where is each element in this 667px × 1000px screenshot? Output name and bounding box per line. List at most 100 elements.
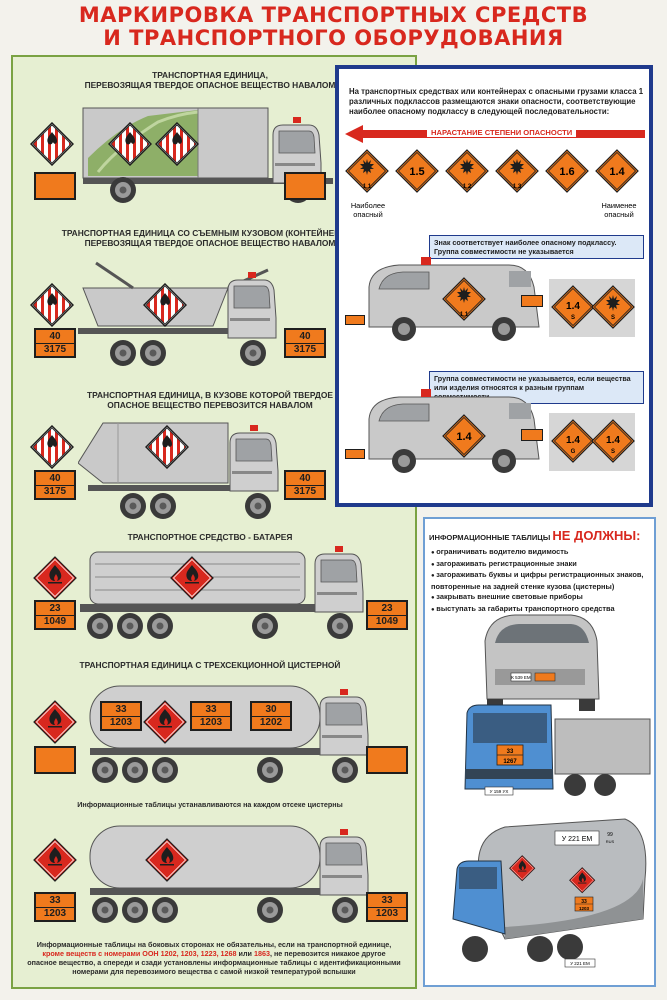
blank-plate	[366, 746, 408, 774]
sign-label: 1.5	[409, 166, 424, 178]
tanker-sign-top: 33	[581, 899, 587, 905]
plate-un-number: 1203	[199, 717, 223, 729]
least-dangerous-label: Наименее опасный	[601, 201, 637, 219]
bottom-note-line4: номерами для перевозимого вещества с сам…	[72, 967, 356, 976]
hazard-plate: 40 3175	[284, 470, 326, 500]
hazard-plate: 33 1203	[34, 892, 76, 922]
must-not-panel: ИНФОРМАЦИОННЫЕ ТАБЛИЦЫ НЕ ДОЛЖНЫ: ограни…	[423, 517, 656, 987]
van-sign-1-1: 1.1	[442, 277, 486, 321]
hazard-plate: 23 1049	[34, 600, 76, 630]
plate-un-number: 3175	[293, 344, 317, 356]
plate-hazard-number: 33	[192, 703, 230, 717]
compartment-plate: 30 1202	[250, 701, 292, 731]
hazard-plate: 40 3175	[34, 328, 76, 358]
sign-label: 1.4	[456, 431, 472, 443]
truck-front-blue: 33 1267 У 159 УХ	[464, 704, 651, 796]
tanker-big-plate: У 221 ЕМ	[562, 836, 593, 843]
truck-sign-bottom: 1267	[503, 759, 517, 765]
plate-un-number: 1203	[375, 908, 399, 920]
bottom-note-line2: кроме веществ с номерами ООН 1202, 1203,…	[16, 949, 412, 958]
compartment-plate: 33 1203	[190, 701, 232, 731]
bottom-note-un-1863: 1863	[253, 949, 270, 958]
tanker-small-plate: У 221 ЕМ	[570, 961, 590, 966]
stripe-sign	[143, 283, 187, 327]
truck-sign-top: 33	[507, 749, 514, 755]
van-license-plate: К 539 ЕМ	[511, 675, 531, 680]
must-not-item: закрывать внешние световые приборы	[431, 592, 653, 604]
flammable-liquid-sign	[143, 700, 187, 744]
plate-hazard-number: 40	[36, 330, 74, 344]
section5-caption: ТРАНСПОРТНАЯ ЕДИНИЦА С ТРЕХСЕКЦИОННОЙ ЦИ…	[79, 660, 341, 670]
hazard-plate: 23 1049	[366, 600, 408, 630]
must-not-heading-red: НЕ ДОЛЖНЫ:	[552, 528, 641, 543]
page-title: МАРКИРОВКА ТРАНСПОРТНЫХ СРЕДСТВ И ТРАНСП…	[0, 4, 667, 50]
section2-caption: ТРАНСПОРТНАЯ ЕДИНИЦА СО СЪЕМНЫМ КУЗОВОМ …	[61, 228, 359, 248]
plate-hazard-number: 30	[252, 703, 290, 717]
must-not-list: ограничивать водителю видимость загоражи…	[431, 547, 653, 615]
title-line1: МАРКИРОВКА ТРАНСПОРТНЫХ СРЕДСТВ	[78, 3, 589, 27]
blank-plate	[284, 172, 326, 200]
plate-un-number: 1203	[109, 717, 133, 729]
van-front: К 539 ЕМ	[484, 614, 600, 711]
bottom-note-un-list: кроме веществ с номерами ООН 1202, 1203,…	[42, 949, 237, 958]
sign-1-2: 1.2	[445, 149, 489, 193]
bottom-note-line2-end: , не перевозится никакое другое	[269, 949, 386, 958]
flammable-gas-sign	[33, 556, 77, 600]
compartment-plate: 33 1203	[100, 701, 142, 731]
must-not-item: загораживать регистрационные знаки	[431, 559, 653, 571]
truck-skip-container	[78, 261, 277, 366]
sign-label: G	[571, 449, 576, 455]
plate-hazard-number: 40	[286, 330, 324, 344]
truck-three-compartment-tank	[89, 685, 369, 783]
class1-intro: На транспортных средствах или контейнера…	[349, 87, 644, 116]
sign-label: S	[611, 449, 615, 455]
box-sign-bomb-S: S	[591, 285, 635, 329]
blank-plate	[34, 746, 76, 774]
flammable-liquid-sign	[33, 838, 77, 882]
blank-plate	[521, 429, 543, 441]
plate-hazard-number: 33	[368, 894, 406, 908]
plate-hazard-number: 33	[102, 703, 140, 717]
blank-plate	[521, 295, 543, 307]
bottom-note-line3: опасное вещество, а спереди и сзади уста…	[27, 958, 401, 967]
bottom-note: Информационные таблицы на боковых сторон…	[16, 940, 412, 976]
flammable-liquid-sign	[145, 838, 189, 882]
plate-hazard-number: 40	[36, 472, 74, 486]
plate-un-number: 1203	[43, 908, 67, 920]
tanker-rear: У 221 ЕМ 99 RUS 33 1203 У 221 ЕМ	[452, 818, 647, 968]
title-line2: И ТРАНСПОРТНОГО ОБОРУДОВАНИЯ	[103, 26, 564, 50]
plate-un-number: 1049	[43, 616, 67, 628]
tanker-sign-bottom: 1203	[579, 906, 590, 911]
must-not-item: загораживать буквы и цифры регистрационн…	[431, 570, 653, 592]
hazard-plate: 40 3175	[34, 470, 76, 500]
stripe-sign	[108, 122, 152, 166]
sign-1-3: 1.3	[495, 149, 539, 193]
box-sign-1-4-S: 1.4S	[591, 419, 635, 463]
truck-license-plate: У 159 УХ	[490, 789, 509, 794]
plate-hazard-number: 40	[286, 472, 324, 486]
plate-un-number: 3175	[293, 486, 317, 498]
sign-label: 1.4	[606, 435, 620, 446]
must-not-item: ограничивать водителю видимость	[431, 547, 653, 559]
sign-label: 1.4	[566, 435, 580, 446]
plate-un-number: 3175	[43, 486, 67, 498]
plate-un-number: 1202	[259, 717, 283, 729]
blank-plate	[345, 315, 365, 325]
hazard-plate: 33 1203	[366, 892, 408, 922]
must-not-heading: ИНФОРМАЦИОННЫЕ ТАБЛИЦЫ НЕ ДОЛЖНЫ:	[429, 527, 655, 545]
flammable-gas-sign	[170, 556, 214, 600]
section3-caption: ТРАНСПОРТНАЯ ЕДИНИЦА, В КУЗОВЕ КОТОРОЙ Т…	[87, 390, 333, 410]
box-sign-1-4-S: 1.4S	[551, 285, 595, 329]
sign-label: 1.2	[463, 184, 472, 190]
sign-1-4: 1.4	[595, 149, 639, 193]
tanker-plate-region: 99	[607, 832, 613, 838]
danger-arrow-label: НАРАСТАНИЕ СТЕПЕНИ ОПАСНОСТИ	[427, 128, 577, 137]
section1-caption: ТРАНСПОРТНАЯ ЕДИНИЦА, ПЕРЕВОЗЯЩАЯ ТВЕРДО…	[84, 70, 336, 90]
truck-single-tank	[89, 825, 369, 923]
blank-plate	[345, 449, 365, 459]
truck-battery	[80, 545, 364, 639]
must-not-item: выступать за габариты транспортного сред…	[431, 604, 653, 616]
sign-label: 1.4	[609, 166, 625, 178]
stripe-sign	[30, 122, 74, 166]
callout-most-dangerous: Знак соответствует наиболее опасному под…	[429, 235, 644, 259]
